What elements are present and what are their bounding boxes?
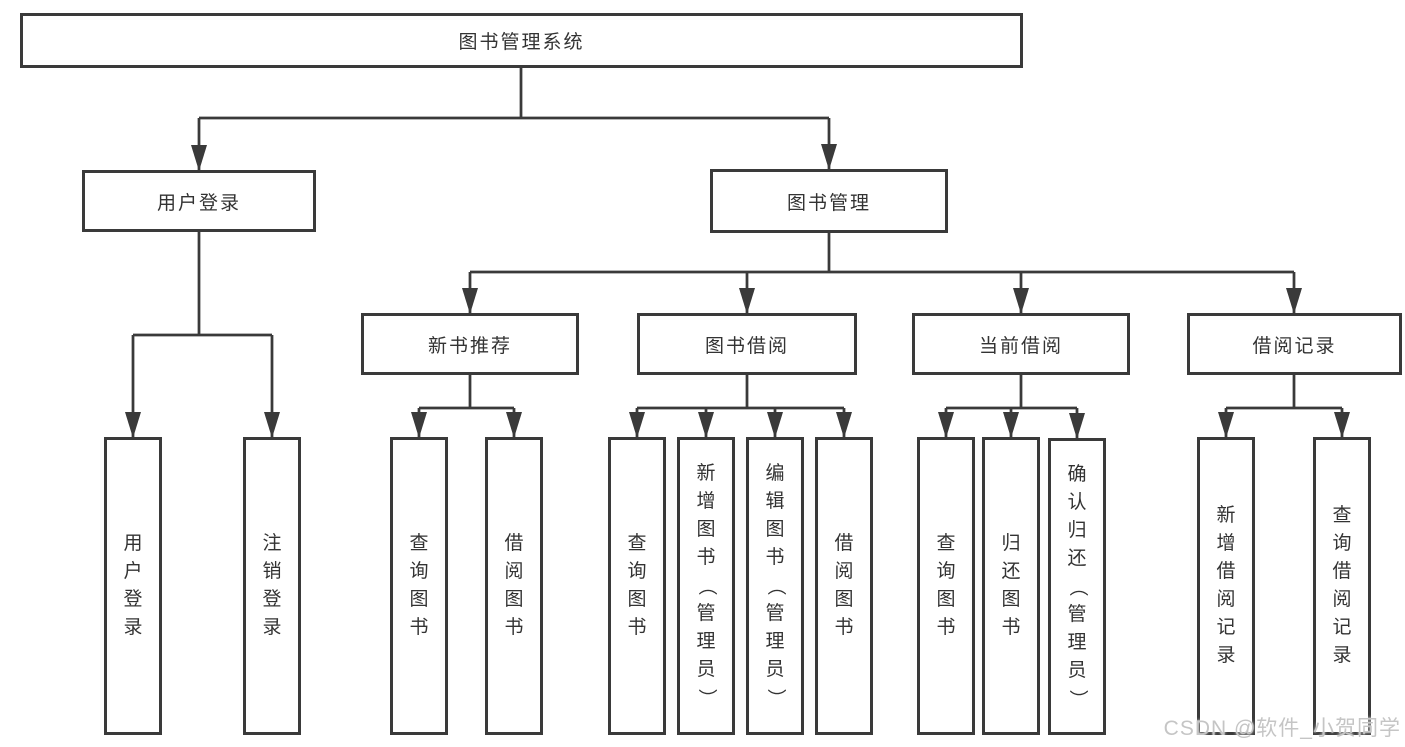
leaf-label-char: 管 bbox=[1067, 603, 1087, 625]
leaf-label-char: 阅 bbox=[1216, 589, 1236, 610]
node-user-login-branch-label: 用户登录 bbox=[156, 192, 241, 214]
leaf-current-confirm-admin: 确认归还 （ 管理员 ） bbox=[1048, 438, 1106, 735]
node-user-login-branch: 用户登录 bbox=[82, 170, 316, 232]
leaf-label-char: 书 bbox=[765, 547, 785, 568]
leaf-label-char: 登 bbox=[123, 589, 143, 610]
leaf-label-char: 增 bbox=[1216, 533, 1236, 554]
leaf-label-char: 录 bbox=[262, 617, 282, 638]
leaf-user-login: 用户登录 bbox=[104, 437, 162, 735]
leaf-label-char: 理 bbox=[765, 631, 785, 652]
leaf-label-char: 认 bbox=[1067, 491, 1087, 513]
node-new-books: 新书推荐 bbox=[361, 313, 579, 375]
leaf-label-char: 登 bbox=[262, 589, 282, 610]
leaf-label-char: 询 bbox=[627, 561, 647, 582]
leaf-label-char: 录 bbox=[1332, 645, 1352, 666]
leaf-label-char: 图 bbox=[504, 589, 524, 610]
csdn-watermark: CSDN @软件_小贺同学 bbox=[1163, 717, 1401, 740]
leaf-label-char: 书 bbox=[504, 617, 524, 638]
leaf-newbooks-borrow: 借阅图书 bbox=[485, 437, 543, 735]
leaf-label-char: 用 bbox=[123, 533, 143, 554]
leaf-label-char: 询 bbox=[936, 561, 956, 582]
node-current-borrow-label: 当前借阅 bbox=[978, 335, 1063, 357]
node-borrow-records: 借阅记录 bbox=[1187, 313, 1402, 375]
node-root-label: 图书管理系统 bbox=[458, 32, 585, 53]
leaf-label-char: 还 bbox=[1067, 547, 1087, 569]
leaf-label-char: 查 bbox=[1332, 505, 1352, 526]
leaf-borrow-query: 查询图书 bbox=[608, 437, 666, 735]
leaf-label-char: 借 bbox=[1216, 561, 1236, 582]
leaf-label-char: 辑 bbox=[765, 491, 785, 512]
leaf-label-char: 书 bbox=[834, 617, 854, 638]
leaf-borrow-edit-admin: 编辑图书 （ 管理员 ） bbox=[746, 437, 804, 735]
leaf-label-char: 记 bbox=[1216, 617, 1236, 638]
leaf-label-char: 书 bbox=[1001, 617, 1021, 638]
leaf-label-char: 图 bbox=[1001, 589, 1021, 610]
leaf-label-char: 注 bbox=[262, 533, 282, 554]
leaf-borrow-borrow: 借阅图书 bbox=[815, 437, 873, 735]
leaf-label-char: 录 bbox=[1216, 645, 1236, 666]
leaf-label-char: 阅 bbox=[834, 561, 854, 582]
leaf-label-char: 户 bbox=[123, 561, 143, 582]
leaf-newbooks-query: 查询图书 bbox=[390, 437, 448, 735]
leaf-label-char: 图 bbox=[834, 589, 854, 610]
node-new-books-label: 新书推荐 bbox=[427, 335, 512, 357]
leaf-label-char: 图 bbox=[936, 589, 956, 610]
node-book-borrow-label: 图书借阅 bbox=[704, 335, 789, 357]
leaf-label-char: 增 bbox=[696, 491, 716, 512]
leaf-label-char: 图 bbox=[765, 519, 785, 540]
leaf-label-char: 录 bbox=[123, 617, 143, 638]
leaf-label-char: 记 bbox=[1332, 617, 1352, 638]
leaf-label-char: ） bbox=[1067, 688, 1088, 708]
leaf-label-char: 查 bbox=[936, 533, 956, 554]
leaf-label-char: 询 bbox=[409, 561, 429, 582]
leaf-label-char: 图 bbox=[696, 519, 716, 540]
leaf-label-char: 销 bbox=[262, 561, 282, 582]
node-root: 图书管理系统 bbox=[20, 13, 1023, 68]
leaf-label-char: 员 bbox=[765, 659, 785, 680]
leaf-label-char: 询 bbox=[1332, 533, 1352, 554]
node-book-mgmt-branch-label: 图书管理 bbox=[786, 192, 871, 214]
leaf-current-return: 归还图书 bbox=[982, 437, 1040, 735]
leaf-label-char: 书 bbox=[936, 617, 956, 638]
leaf-label-char: ） bbox=[765, 688, 786, 708]
leaf-label-char: 员 bbox=[1067, 659, 1087, 681]
leaf-label-char: 查 bbox=[627, 533, 647, 554]
leaf-records-add: 新增借阅记录 bbox=[1197, 437, 1255, 735]
leaf-current-query: 查询图书 bbox=[917, 437, 975, 735]
leaf-label-char: 图 bbox=[627, 589, 647, 610]
leaf-label-char: 图 bbox=[409, 589, 429, 610]
leaf-label-char: （ bbox=[696, 576, 717, 596]
leaf-label-char: 管 bbox=[765, 603, 785, 624]
leaf-label-char: 借 bbox=[504, 533, 524, 554]
leaf-label-char: 员 bbox=[696, 659, 716, 680]
leaf-label-char: 确 bbox=[1067, 463, 1087, 485]
leaf-label-char: （ bbox=[1067, 576, 1088, 596]
leaf-label-char: 阅 bbox=[504, 561, 524, 582]
leaf-label-char: ） bbox=[696, 688, 717, 708]
leaf-borrow-add-admin: 新增图书 （ 管理员 ） bbox=[677, 437, 735, 735]
leaf-label-char: 理 bbox=[696, 631, 716, 652]
leaf-label-char: 还 bbox=[1001, 561, 1021, 582]
leaf-label-char: 理 bbox=[1067, 631, 1087, 653]
leaf-label-char: 新 bbox=[1216, 505, 1236, 526]
leaf-label-char: （ bbox=[765, 576, 786, 596]
leaf-label-char: 管 bbox=[696, 603, 716, 624]
leaf-label-char: 借 bbox=[1332, 561, 1352, 582]
leaf-label-char: 编 bbox=[765, 463, 785, 484]
leaf-label-char: 阅 bbox=[1332, 589, 1352, 610]
leaf-label-char: 借 bbox=[834, 533, 854, 554]
leaf-label-char: 查 bbox=[409, 533, 429, 554]
leaf-label-char: 书 bbox=[409, 617, 429, 638]
leaf-label-char: 归 bbox=[1001, 533, 1021, 554]
leaf-logout: 注销登录 bbox=[243, 437, 301, 735]
leaf-label-char: 归 bbox=[1067, 519, 1087, 541]
leaf-records-query: 查询借阅记录 bbox=[1313, 437, 1371, 735]
node-book-mgmt-branch: 图书管理 bbox=[710, 169, 948, 233]
node-book-borrow: 图书借阅 bbox=[637, 313, 857, 375]
leaf-label-char: 新 bbox=[696, 463, 716, 484]
leaf-label-char: 书 bbox=[627, 617, 647, 638]
leaf-label-char: 书 bbox=[696, 547, 716, 568]
node-current-borrow: 当前借阅 bbox=[912, 313, 1130, 375]
node-borrow-records-label: 借阅记录 bbox=[1252, 335, 1337, 357]
